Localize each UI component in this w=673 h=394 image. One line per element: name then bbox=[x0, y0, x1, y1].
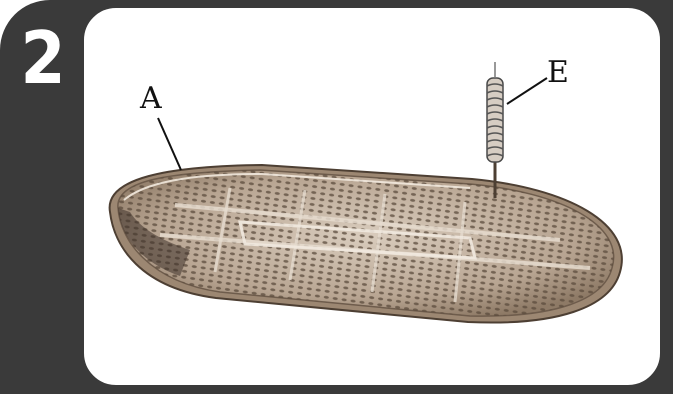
leader-line-a bbox=[158, 118, 181, 170]
label-a: A bbox=[140, 84, 162, 114]
coil-spring-probe-icon bbox=[487, 62, 503, 198]
leader-line-e bbox=[507, 78, 547, 104]
oval-perforated-tray-icon bbox=[100, 160, 640, 330]
label-e: E bbox=[547, 58, 569, 88]
